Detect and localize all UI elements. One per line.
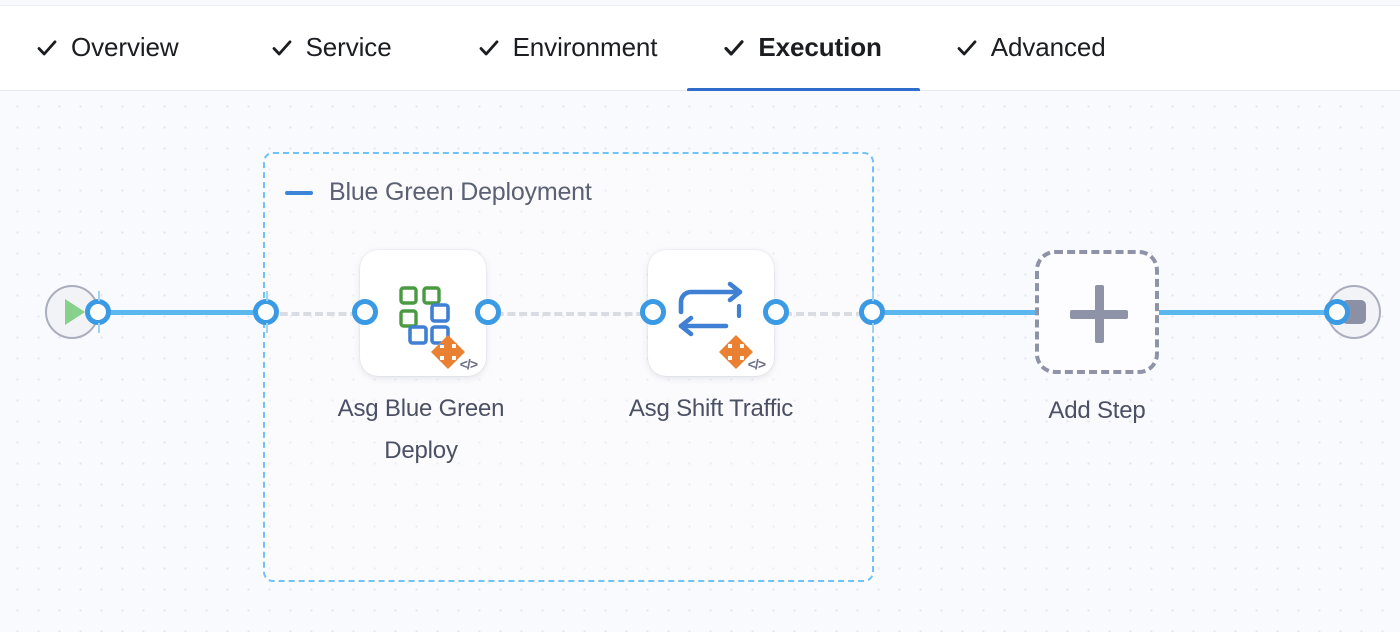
- step-node-asg-blue-green-deploy[interactable]: </>: [360, 250, 486, 376]
- port-crosshair: [872, 323, 874, 333]
- port-start-output[interactable]: [85, 291, 111, 333]
- check-icon: [271, 37, 293, 59]
- port-crosshair: [98, 291, 100, 301]
- tab-label: Overview: [71, 32, 179, 62]
- pipeline-canvas[interactable]: Blue Green Deployment: [0, 91, 1400, 632]
- port-crosshair: [266, 291, 268, 301]
- stage-tab-bar: Overview Service Environment Execution A: [0, 0, 1400, 92]
- minus-icon[interactable]: [285, 190, 313, 195]
- tab-label: Execution: [758, 32, 882, 62]
- tab-advanced[interactable]: Advanced: [920, 5, 1142, 91]
- connector-step1-to-step2: [484, 312, 656, 316]
- port-crosshair: [266, 323, 268, 333]
- add-step-label: Add Step: [1048, 397, 1146, 424]
- port-crosshair: [98, 323, 100, 333]
- tab-environment[interactable]: Environment: [442, 5, 688, 91]
- asg-shift-traffic-icon: [678, 281, 753, 369]
- port-step1-output[interactable]: [475, 299, 501, 325]
- connector-step2-to-group-out: [772, 312, 876, 316]
- tab-label: Environment: [512, 32, 658, 62]
- group-header: Blue Green Deployment: [285, 178, 592, 207]
- tab-service[interactable]: Service: [235, 5, 442, 91]
- connector-group-in-to-step1: [268, 312, 370, 316]
- asg-blue-green-deploy-icon: [399, 286, 465, 369]
- connector-start-to-group: [98, 310, 270, 315]
- connector-addstep-to-end: [1155, 310, 1335, 315]
- stage-group-blue-green-deployment[interactable]: Blue Green Deployment: [263, 152, 874, 582]
- check-icon: [36, 37, 58, 59]
- group-title: Blue Green Deployment: [329, 178, 592, 206]
- port-step2-input[interactable]: [640, 299, 666, 325]
- check-icon: [956, 37, 978, 59]
- port-crosshair: [872, 291, 874, 301]
- tab-execution[interactable]: Execution: [687, 5, 921, 92]
- port-step1-input[interactable]: [352, 299, 378, 325]
- tab-label: Advanced: [990, 32, 1106, 62]
- plus-icon: [1095, 285, 1104, 343]
- code-badge: </>: [459, 356, 478, 372]
- port-end-input[interactable]: [1324, 299, 1350, 325]
- step-label-asg-blue-green-deploy: Asg Blue Green Deploy: [337, 395, 505, 464]
- tab-overview[interactable]: Overview: [0, 5, 235, 91]
- add-step-button[interactable]: [1035, 250, 1159, 374]
- connector-group-to-addstep: [874, 310, 1040, 315]
- port-step2-output[interactable]: [763, 299, 789, 325]
- check-icon: [723, 37, 745, 59]
- play-icon: [65, 299, 85, 325]
- port-group-output[interactable]: [859, 291, 885, 333]
- port-group-input[interactable]: [253, 291, 279, 333]
- step-label-asg-shift-traffic: Asg Shift Traffic: [628, 395, 794, 422]
- code-badge: </>: [747, 356, 766, 372]
- step-node-asg-shift-traffic[interactable]: </>: [648, 250, 774, 376]
- tab-label: Service: [305, 32, 392, 62]
- check-icon: [478, 37, 500, 59]
